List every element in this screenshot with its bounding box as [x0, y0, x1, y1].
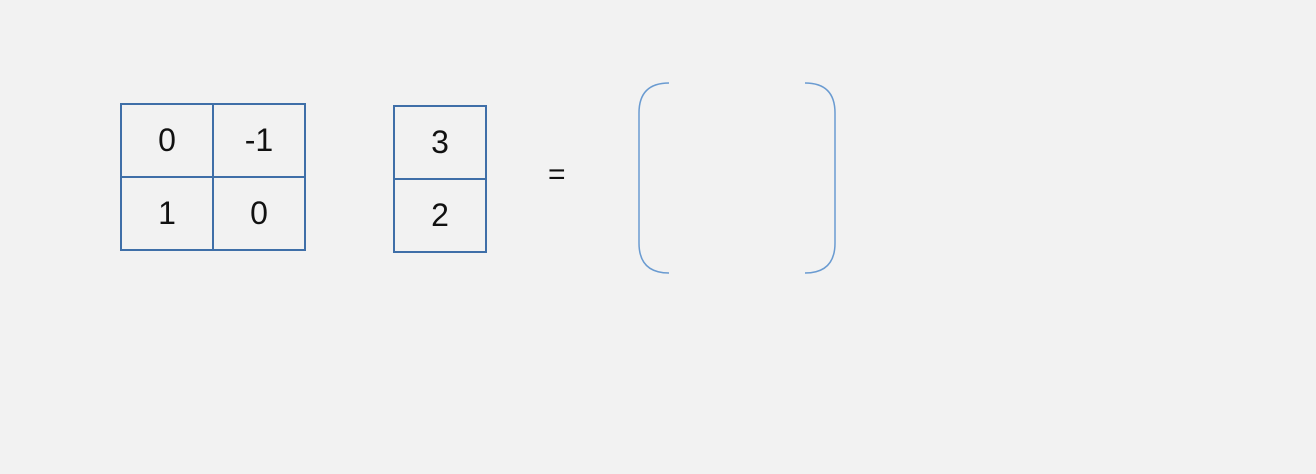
vector-b-cell: 2	[393, 178, 487, 253]
vector-b-row: 3	[393, 105, 487, 180]
vector-b-cell: 3	[393, 105, 487, 180]
matrix-a-cell: 0	[120, 103, 214, 178]
equals-sign: =	[548, 158, 566, 191]
matrix-a-row: 1 0	[120, 176, 306, 251]
right-bracket	[804, 82, 836, 274]
result-bracket	[638, 82, 836, 274]
left-bracket	[638, 82, 670, 274]
vector-b-row: 2	[393, 178, 487, 253]
vector-b: 3 2	[393, 105, 487, 253]
matrix-a-cell: 0	[212, 176, 306, 251]
matrix-a: 0 -1 1 0	[120, 103, 306, 251]
matrix-a-cell: 1	[120, 176, 214, 251]
matrix-a-row: 0 -1	[120, 103, 306, 178]
matrix-a-cell: -1	[212, 103, 306, 178]
